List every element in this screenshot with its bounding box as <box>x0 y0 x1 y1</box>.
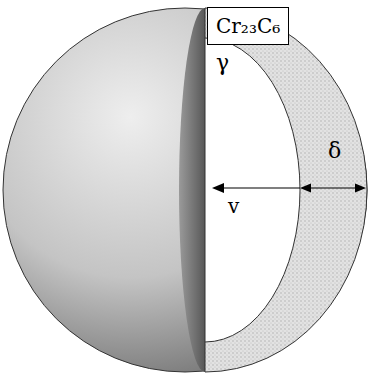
phase-formula: Cr₂₃C₆ <box>216 14 280 38</box>
velocity-label: v <box>228 196 239 216</box>
phase-box: Cr₂₃C₆ <box>207 7 289 45</box>
thickness-label: δ <box>328 140 341 162</box>
phase-label: γ <box>216 52 229 74</box>
